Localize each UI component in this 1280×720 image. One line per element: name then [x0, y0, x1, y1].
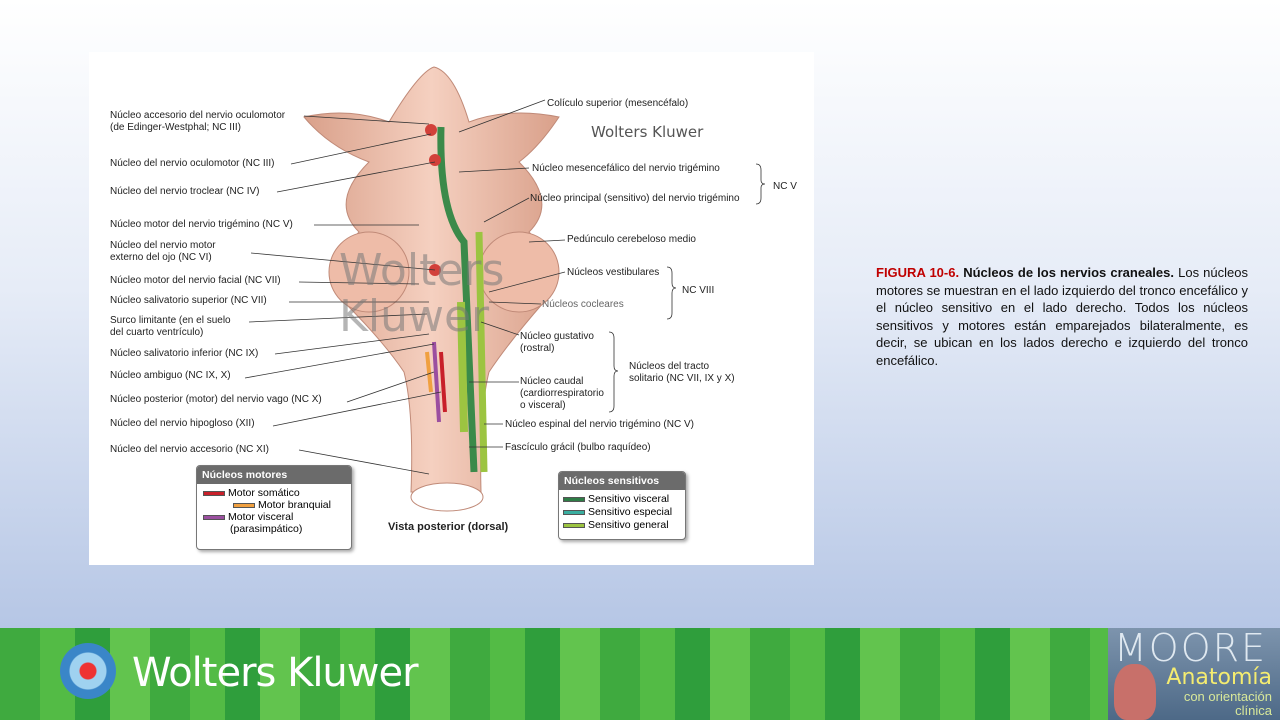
left-label: Núcleo del nervio hipogloso (XII) — [110, 418, 255, 429]
left-label: Núcleo del nervio accesorio (NC XI) — [110, 444, 269, 455]
figure-number: FIGURA 10-6. — [876, 265, 960, 280]
book-title: MOORE — [1114, 626, 1268, 670]
left-label: Núcleo motor del nervio trigémino (NC V) — [110, 219, 293, 230]
left-label: Núcleo salivatorio inferior (NC IX) — [110, 348, 259, 359]
book-subtitle: Anatomía — [1166, 665, 1272, 690]
watermark-large: Wolters Kluwer — [339, 245, 505, 342]
legend-sensory: Núcleos sensitivos Sensitivo visceral Se… — [558, 471, 686, 540]
label-cocleares: Núcleos cocleares — [542, 299, 624, 310]
label-principal: Núcleo principal (sensitivo) del nervio … — [530, 193, 740, 204]
label-mesencefalico: Núcleo mesencefálico del nervio trigémin… — [532, 163, 720, 174]
label-gustativo: Núcleo gustativo(rostral) — [520, 331, 594, 354]
label-coliculo: Colículo superior (mesencéfalo) — [547, 98, 689, 109]
watermark-small: Wolters Kluwer — [591, 123, 704, 141]
label-pedunculo: Pedúnculo cerebeloso medio — [567, 234, 696, 245]
figure-body: Los núcleos motores se muestran en el la… — [876, 265, 1248, 368]
label-vestibulares: Núcleos vestibulares — [567, 267, 660, 278]
left-label: Núcleo del nervio troclear (NC IV) — [110, 186, 260, 197]
view-label: Vista posterior (dorsal) — [388, 521, 509, 533]
footer-band — [0, 628, 1280, 720]
figure-caption: FIGURA 10-6. Núcleos de los nervios cran… — [876, 264, 1248, 369]
left-label: Núcleo posterior (motor) del nervio vago… — [110, 394, 322, 405]
label-nc-viii: NC VIII — [682, 285, 715, 296]
label-espinal: Núcleo espinal del nervio trigémino (NC … — [505, 419, 694, 430]
legend-motor: Núcleos motores Motor somático Motor bra… — [196, 465, 352, 550]
face-icon — [1114, 664, 1156, 720]
left-label: Núcleo ambiguo (NC IX, X) — [110, 370, 231, 381]
brainstem-figure: Wolters Kluwer Wolters Kluwer Núcleo acc… — [89, 52, 814, 565]
left-label: Núcleo del nervio oculomotor (NC III) — [110, 158, 275, 169]
left-label: Núcleo motor del nervio facial (NC VII) — [110, 275, 281, 286]
left-label: Núcleo accesorio del nervio oculomotor(d… — [110, 110, 286, 133]
label-nc-v: NC V — [773, 181, 797, 192]
wolters-kluwer-logo-icon — [60, 643, 116, 699]
figure-title: Núcleos de los nervios craneales. — [963, 265, 1174, 280]
label-fasciculo: Fascículo grácil (bulbo raquídeo) — [505, 442, 651, 453]
brainstem-illustration — [244, 66, 766, 512]
left-label: Núcleo salivatorio superior (NC VII) — [110, 295, 267, 306]
footer-brand: Wolters Kluwer — [132, 650, 419, 696]
